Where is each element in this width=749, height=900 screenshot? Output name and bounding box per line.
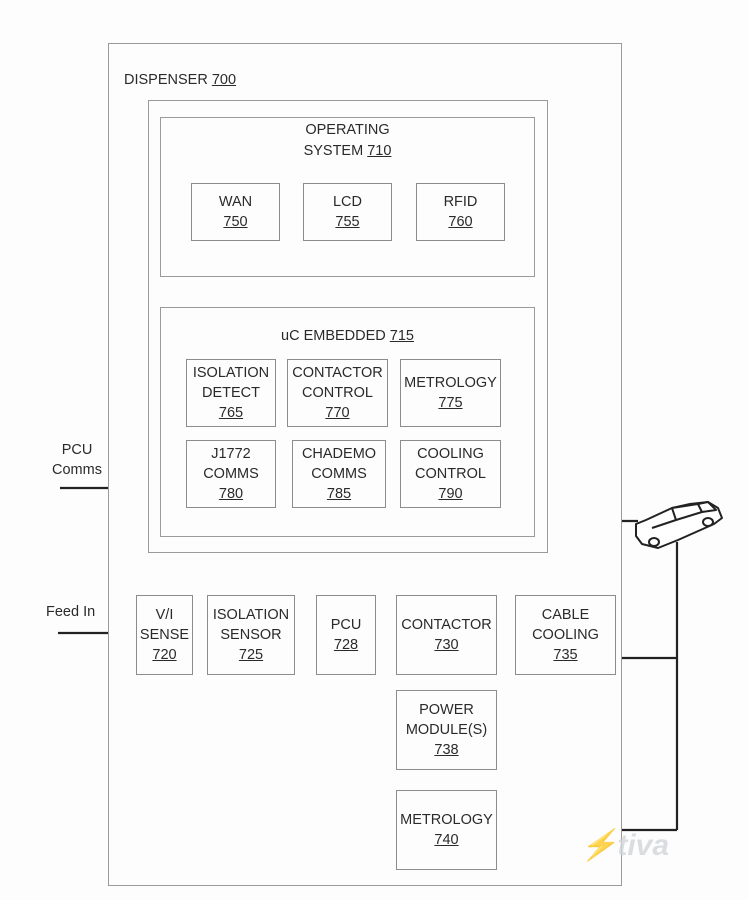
contactor-number: 730 bbox=[434, 637, 459, 653]
os-title-line1: OPERATING bbox=[305, 122, 390, 138]
os-title-word: SYSTEM bbox=[303, 143, 364, 159]
wan-number: 750 bbox=[223, 214, 248, 230]
watermark-logo: ⚡tiva bbox=[580, 829, 670, 862]
lcd-block: LCD 755 bbox=[303, 183, 392, 241]
cable-cooling-number: 735 bbox=[553, 647, 578, 663]
pcu-comms-line2: Comms bbox=[52, 462, 102, 478]
isolation-sensor-block: ISOLATION SENSOR 725 bbox=[207, 595, 295, 675]
chademo-comms-block: CHADEMO COMMS 785 bbox=[292, 440, 386, 508]
vi-sense-number: 720 bbox=[152, 647, 177, 663]
dispenser-label: DISPENSER 700 bbox=[124, 70, 236, 90]
contactor-control-line1: CONTACTOR bbox=[292, 365, 383, 381]
contactor-control-block: CONTACTOR CONTROL 770 bbox=[287, 359, 388, 427]
isolation-detect-block: ISOLATION DETECT 765 bbox=[186, 359, 276, 427]
cooling-control-line2: CONTROL bbox=[415, 466, 486, 482]
pcu-label: PCU bbox=[330, 617, 362, 633]
rfid-label: RFID bbox=[443, 194, 478, 210]
contactor-control-line2: CONTROL bbox=[302, 385, 373, 401]
vi-sense-line1: V/I bbox=[155, 607, 174, 623]
contactor-control-number: 770 bbox=[325, 405, 350, 421]
lcd-label: LCD bbox=[332, 194, 362, 210]
uc-embedded-title: uC EMBEDDED 715 bbox=[160, 326, 535, 347]
feed-in-text: Feed In bbox=[46, 604, 96, 620]
j1772-number: 780 bbox=[218, 486, 244, 502]
metrology-775-block: METROLOGY 775 bbox=[400, 359, 501, 427]
dispenser-label-text: DISPENSER bbox=[124, 72, 208, 88]
rfid-block: RFID 760 bbox=[416, 183, 505, 241]
metrology-740-label: METROLOGY bbox=[400, 812, 493, 828]
vi-sense-block: V/I SENSE 720 bbox=[136, 595, 193, 675]
chademo-line2: COMMS bbox=[311, 466, 367, 482]
contactor-label: CONTACTOR bbox=[401, 617, 492, 633]
isolation-sensor-line1: ISOLATION bbox=[212, 607, 290, 623]
pcu-comms-label: PCU Comms bbox=[52, 440, 102, 480]
j1772-line1: J1772 bbox=[211, 446, 251, 462]
uc-number: 715 bbox=[389, 328, 414, 344]
wan-label: WAN bbox=[218, 194, 253, 210]
power-module-block: POWER MODULE(S) 738 bbox=[396, 690, 497, 770]
contactor-block: CONTACTOR 730 bbox=[396, 595, 497, 675]
power-module-number: 738 bbox=[434, 742, 459, 758]
lcd-number: 755 bbox=[335, 214, 360, 230]
pcu-block: PCU 728 bbox=[316, 595, 376, 675]
cable-cooling-line2: COOLING bbox=[532, 627, 599, 643]
isolation-sensor-number: 725 bbox=[238, 647, 264, 663]
j1772-comms-block: J1772 COMMS 780 bbox=[186, 440, 276, 508]
isolation-detect-number: 765 bbox=[218, 405, 244, 421]
chademo-line1: CHADEMO bbox=[301, 446, 377, 462]
feed-in-label: Feed In bbox=[46, 602, 95, 622]
os-number: 710 bbox=[367, 143, 392, 159]
metrology-740-block: METROLOGY 740 bbox=[396, 790, 497, 870]
os-title-line2: SYSTEM 710 bbox=[160, 141, 535, 162]
cooling-control-number: 790 bbox=[438, 486, 463, 502]
isolation-detect-line2: DETECT bbox=[202, 385, 260, 401]
car-icon bbox=[635, 501, 723, 549]
dispenser-number: 700 bbox=[211, 72, 237, 88]
pcu-comms-line1: PCU bbox=[61, 442, 93, 458]
metrology-775-label: METROLOGY bbox=[404, 375, 497, 391]
metrology-740-number: 740 bbox=[434, 832, 459, 848]
operating-system-title: OPERATING SYSTEM 710 bbox=[160, 120, 535, 162]
pcu-number: 728 bbox=[333, 637, 359, 653]
isolation-detect-line1: ISOLATION bbox=[192, 365, 270, 381]
metrology-775-number: 775 bbox=[438, 395, 463, 411]
cable-cooling-block: CABLE COOLING 735 bbox=[515, 595, 616, 675]
isolation-sensor-line2: SENSOR bbox=[220, 627, 282, 643]
wan-block: WAN 750 bbox=[191, 183, 280, 241]
rfid-number: 760 bbox=[448, 214, 473, 230]
power-module-line1: POWER bbox=[419, 702, 474, 718]
chademo-number: 785 bbox=[326, 486, 352, 502]
cable-cooling-line1: CABLE bbox=[541, 607, 590, 623]
power-module-line2: MODULE(S) bbox=[405, 722, 488, 738]
uc-title-text: uC EMBEDDED bbox=[281, 328, 386, 344]
cooling-control-block: COOLING CONTROL 790 bbox=[400, 440, 501, 508]
cooling-control-line1: COOLING bbox=[417, 446, 484, 462]
vi-sense-line2: SENSE bbox=[139, 627, 190, 643]
j1772-line2: COMMS bbox=[203, 466, 259, 482]
